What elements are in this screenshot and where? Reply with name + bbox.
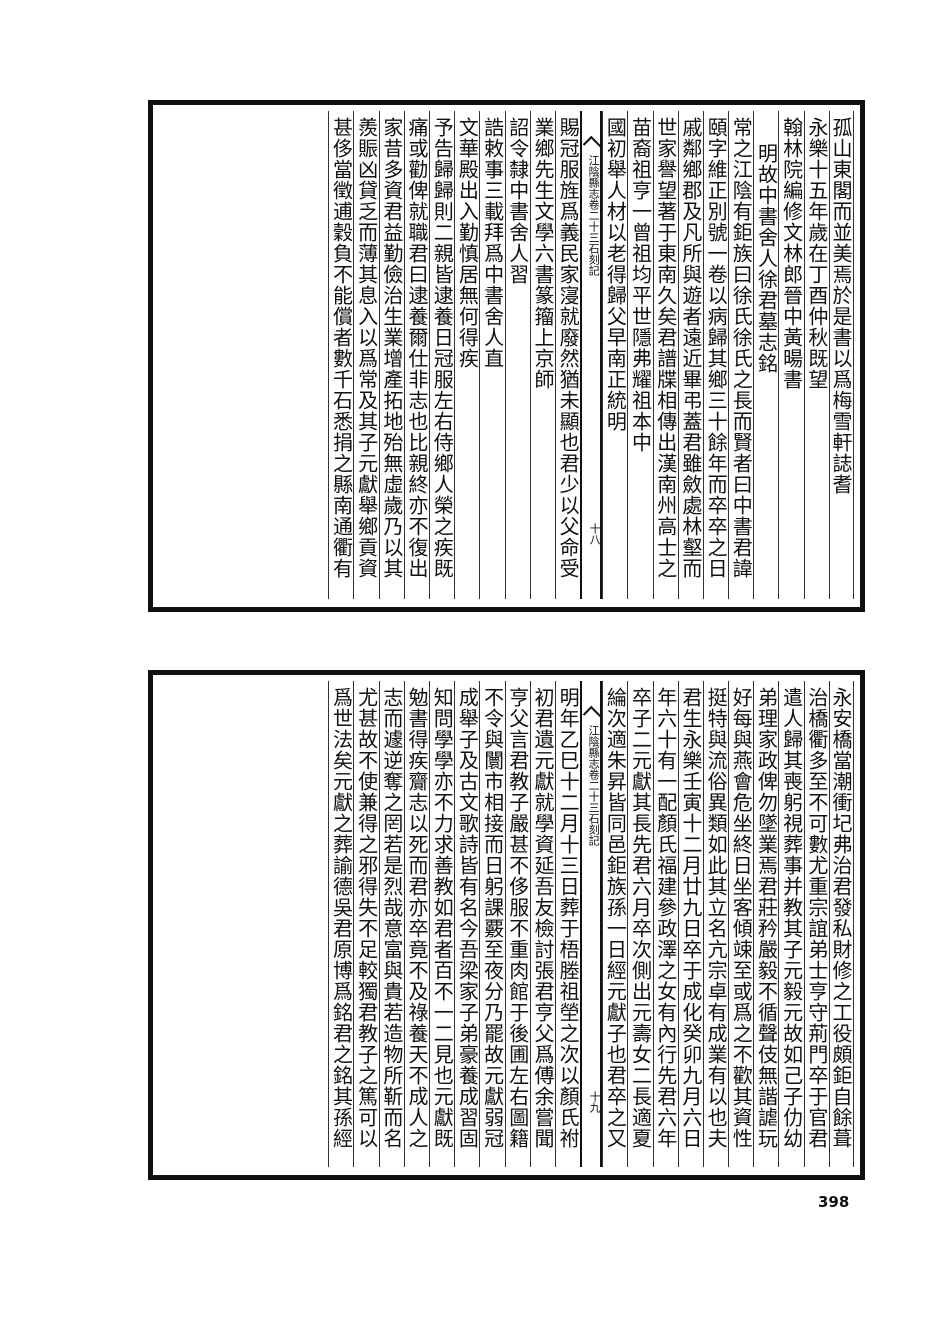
text-column: 常之江陰有鉅族曰徐氏徐氏之長而賢者曰中書君諱 (728, 111, 753, 599)
bottom-page-frame: 永安橋當潮衝圮弗治君發私財修之工役頗鉅自餘葺 治橋衢多至不可數尤重宗誼弟士亨守荊… (148, 670, 865, 1180)
text-column: 初君遺元獻就學資延吾友檢討張君亨父爲傅余嘗聞 (529, 681, 555, 1167)
text-column: 知問學學亦不力求善教如君者百不一二見也元獻既 (429, 681, 454, 1167)
text-column: 予告歸歸則二親皆逮養日冠服左右侍鄉人榮之疾既 (429, 111, 454, 599)
text-column: 亨父言君教子嚴甚不侈服不重肉館于後圃左右圖籍 (504, 681, 530, 1167)
page-number: 398 (818, 1193, 850, 1211)
text-column: 業鄉先生文學六書篆籀上京師 (529, 111, 555, 599)
text-column: 成舉子及古文歌詩皆有名今吾梁家子弟豪養成習固 (454, 681, 479, 1167)
text-column: 卒子二元獻其長先君六月卒次側出元壽女二長適夏 (627, 681, 653, 1167)
text-column: 挺特與流俗異類如此其立名亢宗卓有成業有以也夫 (702, 681, 728, 1167)
text-column: 爲世法矣元獻之葬諭德吳君原博爲銘君之銘其孫經 (328, 681, 353, 1167)
text-column: 年六十有一配顏氏福建參政澤之女有內行先君六年 (652, 681, 678, 1167)
text-column: 弟理家政俾勿墜業焉君莊矜嚴毅不循聲伎無諧謔玩 (753, 681, 778, 1167)
text-column: 永安橋當潮衝圮弗治君發私財修之工役頗鉅自餘葺 (828, 681, 854, 1167)
text-column: 戚鄰鄉郡及凡所與遊者遠近畢弔蓋君雖斂處林壑而 (677, 111, 703, 599)
running-title: 江陰縣志卷二十三石刻記 (587, 155, 601, 276)
text-column: 不令與闤市相接而日躬課覈至夜分乃罷故元獻弱冠 (479, 681, 505, 1167)
text-column: 羨賑凶貸乏而薄其息入以爲常及其子元獻舉鄉貢資 (353, 111, 379, 599)
text-column: 君生永樂壬寅十二月廿九日卒于成化癸卯九月六日 (677, 681, 703, 1167)
text-column: 志而遽逆奪之罔若是烈哉意富與貴若造物所靳而名 (378, 681, 404, 1167)
leaf-number: 十八 (588, 523, 602, 545)
fishtail-mark (582, 135, 602, 155)
text-column: 痛或勸俾就職君曰逮養爾仕非志也比親終亦不復出 (403, 111, 429, 599)
text-column: 尤甚故不使兼得之邪得失不足較獨君教子之篤可以 (353, 681, 379, 1167)
block-heart: 江陰縣志卷二十三石刻記 十八 (580, 111, 603, 599)
text-column: 誥敕事三載拜爲中書舍人直 (479, 111, 505, 599)
text-column: 甚侈當徵逋穀負不能償者數千石悉捐之縣南通衢有 (328, 111, 353, 599)
top-page-frame: 孤山東閣而並美焉於是書以爲梅雪軒誌耆 永樂十五年歲在丁酉仲秋既望 翰林院編修文林… (148, 100, 865, 612)
text-column: 明年乙巳十二月十三日葬于梧塍祖塋之次以顏氏祔 (554, 681, 580, 1167)
text-column: 詔令隸中書舍人習 (504, 111, 530, 599)
block-heart: 江陰縣志卷二十三石刻記 十九 (580, 681, 603, 1167)
text-column: 永樂十五年歲在丁酉仲秋既望 (803, 111, 829, 599)
top-text-area: 孤山東閣而並美焉於是書以爲梅雪軒誌耆 永樂十五年歲在丁酉仲秋既望 翰林院編修文林… (159, 111, 854, 599)
text-column: 苗裔祖亨一曾祖均平世隱弗耀祖本中 (627, 111, 653, 599)
text-column: 家昔多資君益勤儉治生業增產拓地殆無虛歲乃以其 (378, 111, 404, 599)
text-column: 綸次適朱昇皆同邑鉅族孫一日經元獻子也君卒之又 (602, 681, 627, 1167)
leaf-number: 十九 (588, 1091, 602, 1113)
text-column: 治橋衢多至不可數尤重宗誼弟士亨守荊門卒于官君 (803, 681, 829, 1167)
text-column: 孤山東閣而並美焉於是書以爲梅雪軒誌耆 (828, 111, 854, 599)
text-column: 翰林院編修文林郎晉中黃暘書 (778, 111, 804, 599)
text-column: 世家譽望著于東南久矣君譜牒相傳出漢南州高士之 (652, 111, 678, 599)
fishtail-mark (582, 705, 602, 725)
text-column: 國初舉人材以老得歸父早南正統明 (602, 111, 627, 599)
text-column: 頤字維正別號一卷以病歸其鄉三十餘年而卒卒之日 (702, 111, 728, 599)
text-column: 好每與燕會危坐終日坐客傾竦至或爲之不歡其資性 (728, 681, 753, 1167)
text-column: 勉書得疾齎志以死而君亦卒竟不及祿養天不成人之 (403, 681, 429, 1167)
text-column: 文華殿出入勤慎居無何得疾 (454, 111, 479, 599)
text-column: 遣人歸其喪躬視葬事并教其子元毅元故如己子仂幼 (778, 681, 804, 1167)
running-title: 江陰縣志卷二十三石刻記 (587, 725, 601, 846)
text-column: 賜冠服旌爲義民家寖就廢然猶未顯也君少以父命受 (554, 111, 580, 599)
text-column: 明故中書舍人徐君墓志銘 (753, 111, 778, 599)
bottom-text-area: 永安橋當潮衝圮弗治君發私財修之工役頗鉅自餘葺 治橋衢多至不可數尤重宗誼弟士亨守荊… (159, 681, 854, 1167)
